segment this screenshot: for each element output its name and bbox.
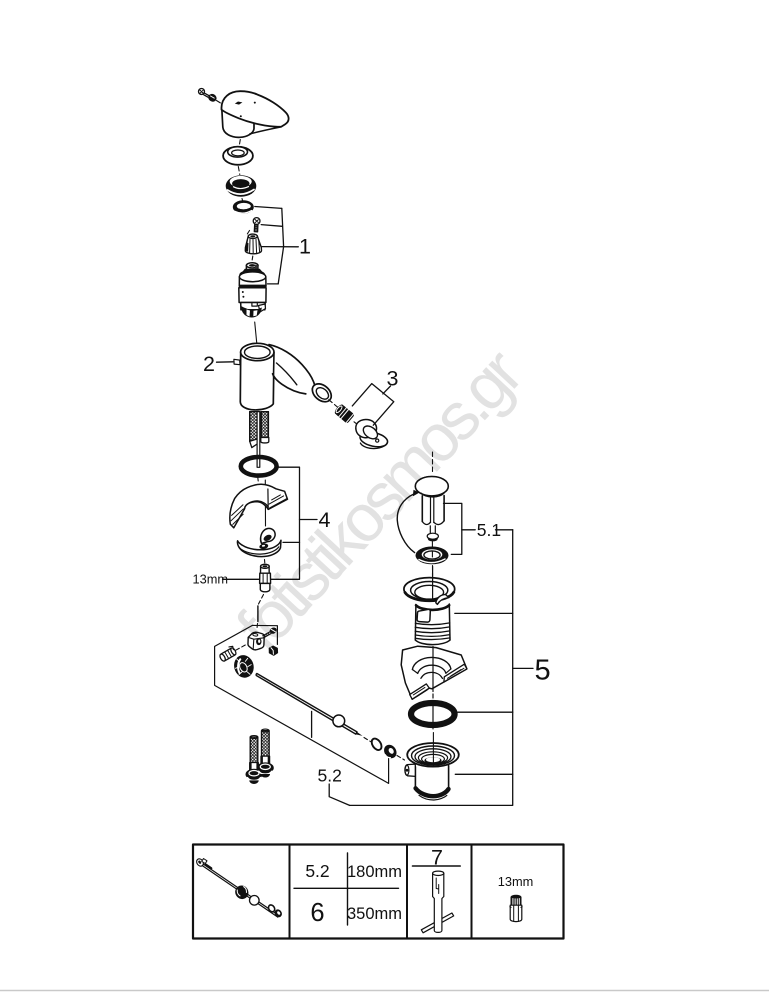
svg-text:5.1: 5.1 (477, 520, 501, 540)
svg-text:13mm: 13mm (498, 874, 534, 889)
svg-text:13mm: 13mm (193, 572, 229, 587)
svg-text:5.2: 5.2 (318, 766, 342, 786)
svg-text:7: 7 (431, 846, 443, 870)
svg-text:3: 3 (387, 367, 399, 391)
svg-text:6: 6 (310, 899, 324, 927)
svg-text:1: 1 (299, 235, 311, 259)
svg-text:5.2: 5.2 (305, 861, 329, 881)
svg-text:4: 4 (319, 508, 331, 532)
svg-text:5: 5 (535, 655, 551, 687)
svg-text:2: 2 (203, 352, 215, 376)
svg-text:350mm: 350mm (347, 905, 402, 923)
svg-text:180mm: 180mm (347, 863, 402, 881)
